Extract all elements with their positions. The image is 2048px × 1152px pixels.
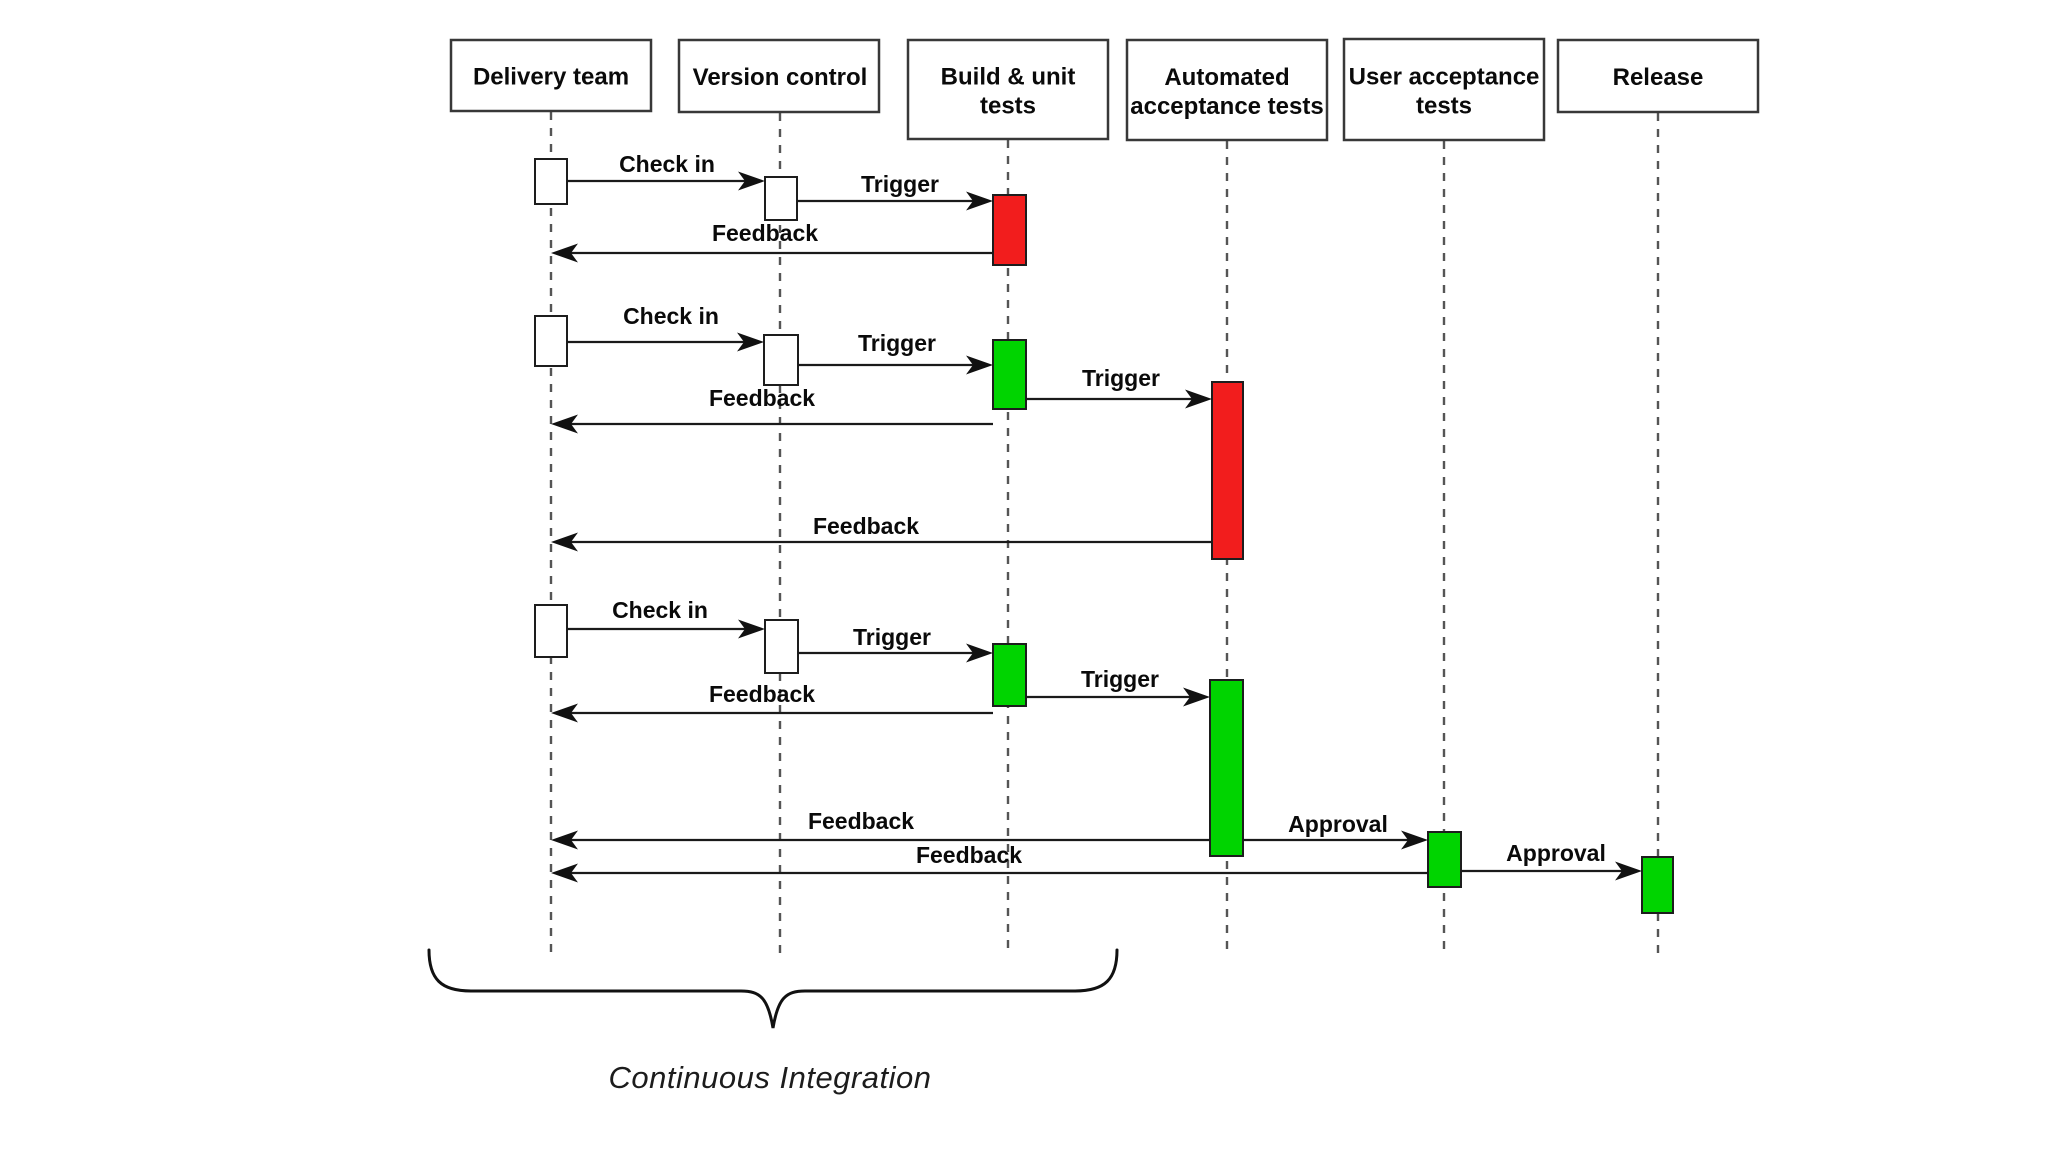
arrowhead-icon [1183,687,1210,707]
actor-box-build-unit-tests [906,38,1110,141]
actor-label-build-unit-tests: tests [980,93,1036,120]
arrowhead-icon [737,332,764,352]
message-label: Feedback [808,808,914,834]
activation-neutral-delivery-team [534,315,568,367]
actor-box-automated-acceptance-tests [1125,38,1329,142]
message-feedback: Feedback [551,681,993,723]
actor-label-release: Release [1613,64,1704,91]
arrowhead-icon [551,532,578,552]
message-trigger: Trigger [1026,666,1210,707]
actor-label-delivery-team: Delivery team [473,64,629,91]
message-label: Feedback [712,220,818,246]
message-label: Trigger [853,624,931,650]
arrowhead-icon [966,643,993,663]
activation-pass-automated-acceptance-tests [1209,679,1244,857]
message-feedback: Feedback [551,220,993,263]
actor-box-user-acceptance-tests [1342,37,1546,142]
message-label: Trigger [861,171,939,197]
message-feedback: Feedback [551,513,1212,552]
message-trigger: Trigger [797,171,993,211]
activation-neutral-delivery-team [534,158,568,205]
actor-box-version-control [677,38,881,114]
message-check-in: Check in [567,303,764,352]
actor-label-automated-acceptance-tests: acceptance tests [1130,93,1323,120]
arrowhead-icon [551,243,578,263]
message-label: Trigger [858,330,936,356]
continuous-integration-brace [427,948,1119,1029]
message-label: Check in [619,151,715,177]
arrowhead-icon [1401,830,1428,850]
activation-fail-build-unit-tests [992,194,1027,266]
actor-header-version-control: Version control [677,38,881,114]
actor-box-release [1556,38,1760,114]
message-label: Check in [612,597,708,623]
message-trigger: Trigger [798,624,993,663]
actor-label-user-acceptance-tests: tests [1416,93,1472,120]
actor-box-delivery-team [449,38,653,113]
actor-header-delivery-team: Delivery team [449,38,653,113]
arrowhead-icon [551,703,578,723]
message-approval: Approval [1461,840,1642,881]
arrowhead-icon [738,171,765,191]
actor-label-user-acceptance-tests: User acceptance [1349,64,1540,91]
activation-pass-release [1641,856,1674,914]
message-check-in: Check in [567,597,765,639]
message-trigger: Trigger [798,330,993,375]
actor-label-version-control: Version control [693,64,868,91]
activation-neutral-version-control [763,334,799,386]
arrowhead-icon [738,619,765,639]
arrowhead-icon [1615,861,1642,881]
activation-neutral-delivery-team [534,604,568,658]
message-label: Approval [1288,811,1388,837]
actor-label-automated-acceptance-tests: Automated [1164,64,1289,91]
arrowhead-icon [551,863,578,883]
message-label: Feedback [916,842,1022,868]
message-label: Trigger [1081,666,1159,692]
diagram-caption: Continuous Integration [609,1060,932,1095]
activation-neutral-version-control [764,176,798,221]
message-label: Feedback [709,385,815,411]
message-trigger: Trigger [1026,365,1212,409]
message-label: Approval [1506,840,1606,866]
arrowhead-icon [551,830,578,850]
arrowhead-icon [1185,389,1212,409]
message-label: Check in [623,303,719,329]
arrowhead-icon [966,191,993,211]
activation-pass-user-acceptance-tests [1427,831,1462,888]
message-feedback: Feedback [551,385,993,434]
actor-label-build-unit-tests: Build & unit [941,64,1076,91]
actor-header-release: Release [1556,38,1760,114]
message-feedback: Feedback [551,808,1210,850]
message-check-in: Check in [567,151,765,191]
arrowhead-icon [551,414,578,434]
message-approval: Approval [1243,811,1428,850]
message-feedback: Feedback [551,842,1428,883]
activation-pass-build-unit-tests [992,339,1027,410]
arrowhead-icon [966,355,993,375]
message-label: Feedback [709,681,815,707]
activation-neutral-version-control [764,619,799,674]
activation-pass-build-unit-tests [992,643,1027,707]
activation-fail-automated-acceptance-tests [1211,381,1244,560]
message-label: Trigger [1082,365,1160,391]
message-label: Feedback [813,513,919,539]
